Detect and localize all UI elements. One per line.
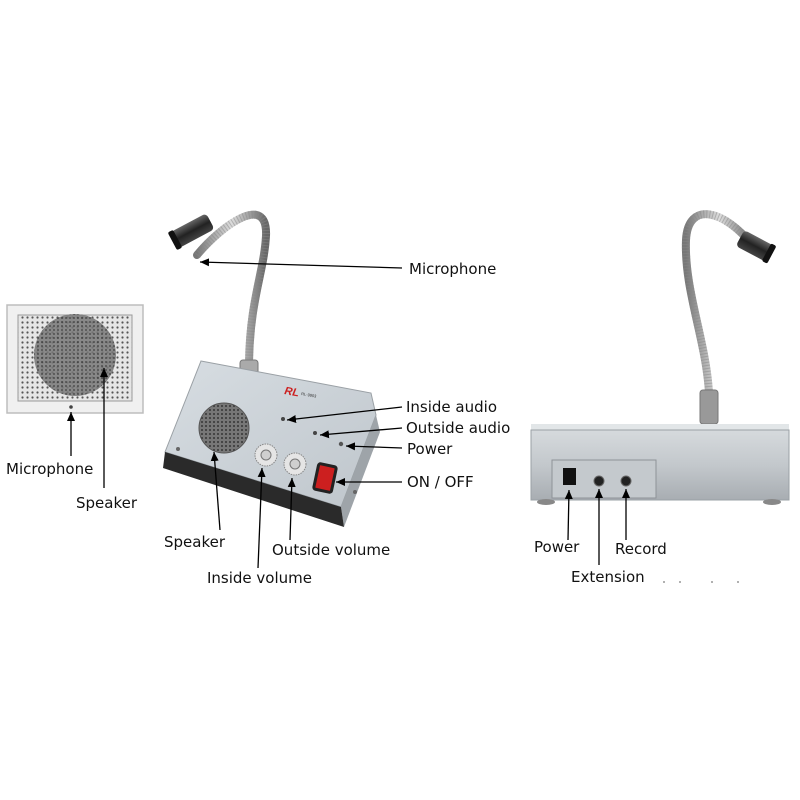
label-wall-speaker: Speaker [76, 494, 138, 512]
label-rear-record: Record [615, 540, 667, 558]
front-body-front-side [163, 452, 344, 527]
front-speaker-grille [198, 402, 250, 454]
label-wall-microphone: Microphone [6, 460, 93, 478]
label-outside-audio: Outside audio [406, 419, 510, 437]
front-body-right-side [341, 415, 380, 527]
arrow-power-led [345, 442, 403, 451]
arrow-inside-volume [257, 467, 266, 569]
label-front-microphone: Microphone [409, 260, 496, 278]
wall-unit-speaker-grille [34, 314, 116, 396]
wall-unit-mic-hole [69, 405, 73, 409]
label-front-speaker: Speaker [164, 533, 226, 551]
outside-audio-led [313, 431, 317, 435]
arrow-front-microphone [199, 258, 403, 269]
label-on-off: ON / OFF [407, 473, 474, 491]
arrow-inside-audio [286, 406, 403, 423]
front-unit: RL RL-9903 [163, 210, 380, 527]
callout-labels: Microphone Speaker Microphone Inside aud… [6, 260, 667, 587]
front-model-text: RL-9903 [301, 391, 318, 399]
label-outside-volume: Outside volume [272, 541, 390, 559]
arrow-outside-volume [287, 477, 296, 541]
arrow-outside-audio [319, 427, 403, 439]
rear-record-port [620, 475, 632, 487]
label-inside-audio: Inside audio [406, 398, 497, 416]
rear-body-top-edge [531, 424, 789, 430]
label-rear-power: Power [534, 538, 580, 556]
inside-audio-led [281, 417, 285, 421]
rear-unit [530, 210, 790, 583]
wall-unit [6, 304, 144, 414]
label-power-led: Power [407, 440, 453, 458]
rear-extension-port [593, 475, 605, 487]
rear-microphone-head [737, 231, 776, 264]
label-inside-volume: Inside volume [207, 569, 312, 587]
rear-power-port [563, 468, 576, 485]
rear-neck-collar [699, 389, 719, 425]
rear-gooseneck [681, 210, 757, 397]
front-microphone-head [168, 214, 214, 250]
callout-arrows [67, 258, 630, 569]
arrow-front-speaker [210, 451, 221, 531]
on-off-switch [312, 462, 338, 494]
front-brand-logo: RL [283, 385, 300, 399]
power-led [338, 441, 344, 447]
front-gooseneck [193, 210, 271, 366]
label-rear-extension: Extension [571, 568, 645, 586]
arrow-rear-power [564, 489, 573, 541]
